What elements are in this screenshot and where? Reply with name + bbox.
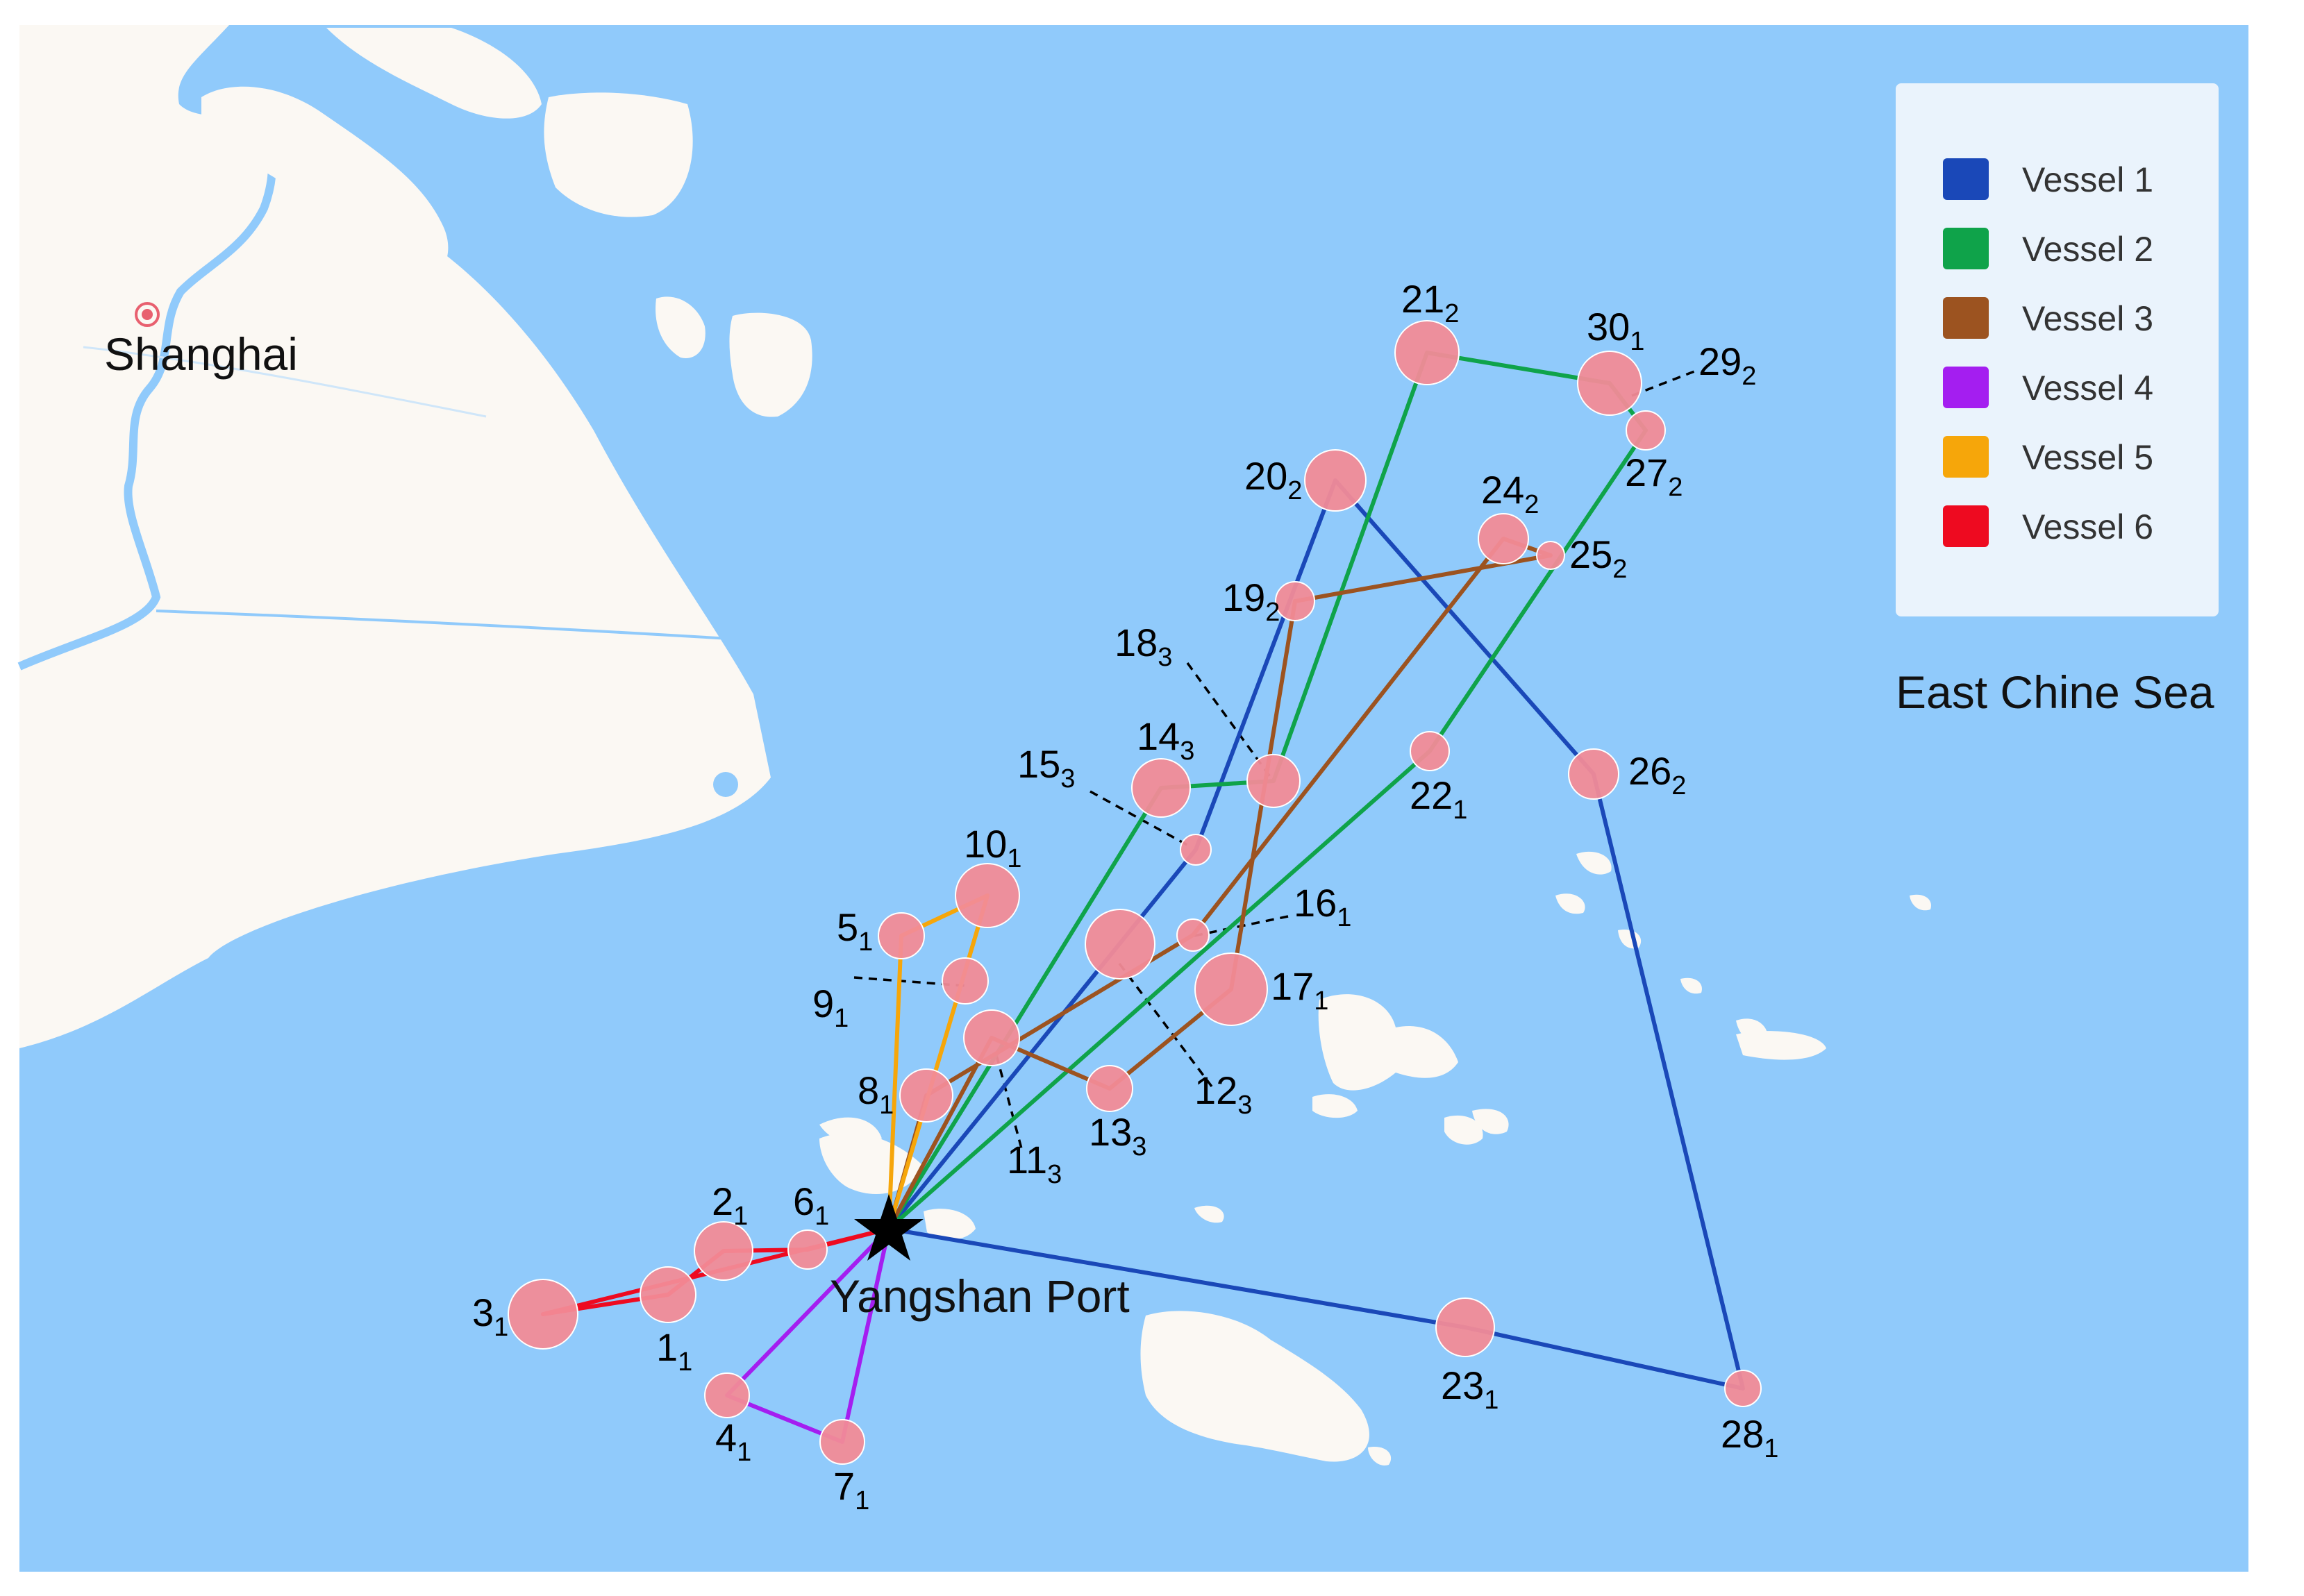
customer-node-28 <box>1724 1370 1762 1407</box>
channel <box>83 346 487 418</box>
customer-node-15 <box>1180 834 1212 866</box>
east-china-sea-label: East Chine Sea <box>1896 666 2214 718</box>
customer-node-9 <box>942 957 989 1005</box>
node-label-6: 61 <box>793 1179 829 1231</box>
legend-swatch-2 <box>1943 228 1989 269</box>
node-label-4: 41 <box>715 1416 751 1467</box>
node-label-11: 113 <box>1007 1138 1062 1189</box>
customer-node-23 <box>1435 1297 1495 1357</box>
legend-label-2: Vessel 2 <box>2022 230 2153 269</box>
node-label-5: 51 <box>837 905 873 957</box>
customer-node-30 <box>1577 351 1642 416</box>
port-star-icon <box>854 1194 924 1261</box>
mainland <box>19 25 771 1048</box>
shanghai-marker-ring <box>135 302 160 327</box>
node-label-22: 221 <box>1410 773 1467 825</box>
node-label-2: 21 <box>712 1179 748 1231</box>
node-label-29: 292 <box>1698 339 1756 391</box>
customer-node-11 <box>963 1009 1020 1066</box>
route-vessel-4 <box>725 1227 891 1444</box>
customer-node-10 <box>955 863 1020 928</box>
customer-node-3 <box>508 1279 578 1350</box>
island <box>656 296 706 358</box>
node-label-25: 252 <box>1569 532 1627 584</box>
customer-node-16 <box>1176 918 1210 952</box>
customer-node-27 <box>1626 410 1666 451</box>
node-label-9: 91 <box>812 982 849 1033</box>
customer-node-17 <box>1194 952 1268 1026</box>
customer-nodes <box>508 320 1762 1465</box>
shanghai-label: Shanghai <box>104 328 298 380</box>
node-label-17: 171 <box>1271 964 1328 1016</box>
customer-node-25 <box>1536 541 1565 570</box>
islands-archipelago <box>819 851 1931 1465</box>
node-label-28: 281 <box>1721 1412 1778 1463</box>
river <box>17 80 276 671</box>
customer-node-19 <box>1275 581 1315 621</box>
customer-node-18 <box>1246 754 1301 808</box>
shanghai-marker-dot <box>142 309 153 320</box>
customer-node-8 <box>899 1068 953 1123</box>
node-label-19: 192 <box>1222 576 1280 627</box>
legend-label-5: Vessel 5 <box>2022 438 2153 477</box>
node-label-3: 31 <box>472 1291 508 1342</box>
customer-node-2 <box>694 1221 753 1281</box>
node-label-12: 123 <box>1194 1068 1252 1120</box>
legend-swatch-6 <box>1943 505 1989 547</box>
customer-node-12 <box>1085 909 1155 980</box>
node-label-20: 202 <box>1244 454 1302 505</box>
legend: Vessel 1 Vessel 2 Vessel 3 Vessel 4 Vessel 5… <box>1896 83 2219 616</box>
node-label-16: 161 <box>1294 881 1351 932</box>
customer-node-24 <box>1478 513 1529 564</box>
customer-node-1 <box>640 1266 696 1323</box>
island <box>729 312 812 417</box>
island <box>326 28 542 119</box>
customer-node-21 <box>1394 320 1460 385</box>
yangshan-port-label: Yangshan Port <box>830 1270 1130 1322</box>
node-label-14: 143 <box>1137 714 1194 766</box>
customer-node-7 <box>819 1419 865 1465</box>
customer-node-26 <box>1568 748 1619 800</box>
node-label-27: 272 <box>1625 451 1683 502</box>
route-vessel-5 <box>887 893 990 1229</box>
node-label-24: 242 <box>1481 468 1539 519</box>
node-label-30: 301 <box>1587 305 1644 356</box>
legend-label-6: Vessel 6 <box>2022 507 2153 546</box>
island <box>201 86 449 286</box>
legend-swatch-1 <box>1943 158 1989 200</box>
node-label-18: 183 <box>1115 621 1172 672</box>
node-label-8: 81 <box>858 1068 894 1120</box>
lake <box>713 772 738 797</box>
customer-node-4 <box>704 1372 750 1418</box>
node-label-13: 133 <box>1089 1110 1146 1161</box>
customer-node-6 <box>787 1229 828 1270</box>
node-label-23: 231 <box>1441 1363 1499 1415</box>
node-label-21: 212 <box>1401 277 1459 328</box>
legend-swatch-3 <box>1943 297 1989 339</box>
route-vessel-3 <box>887 537 1553 1230</box>
channel <box>156 610 730 640</box>
node-label-7: 71 <box>833 1464 869 1515</box>
legend-label-3: Vessel 3 <box>2022 299 2153 338</box>
customer-node-20 <box>1304 449 1367 512</box>
legend-box <box>1896 83 2219 616</box>
legend-label-4: Vessel 4 <box>2022 369 2153 408</box>
customer-node-14 <box>1131 758 1191 818</box>
legend-swatch-4 <box>1943 367 1989 408</box>
customer-node-5 <box>878 912 925 959</box>
legend-swatch-5 <box>1943 436 1989 478</box>
node-label-1: 11 <box>656 1325 692 1377</box>
customer-node-22 <box>1410 731 1450 771</box>
node-label-15: 153 <box>1017 742 1075 793</box>
customer-node-13 <box>1086 1065 1133 1112</box>
node-label-26: 262 <box>1628 749 1686 800</box>
legend-label-1: Vessel 1 <box>2022 160 2153 199</box>
island <box>544 92 693 217</box>
node-label-10: 101 <box>964 822 1021 873</box>
